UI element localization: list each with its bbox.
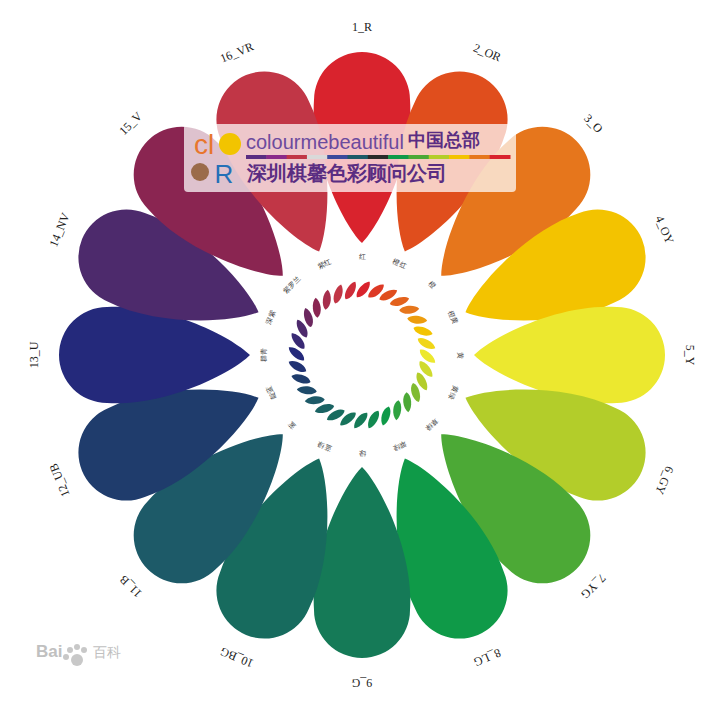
color-name: 红 — [359, 254, 366, 262]
logo-backdrop — [184, 124, 516, 192]
color-name: 翠绿 — [391, 438, 407, 450]
logo-color-bar — [429, 155, 450, 159]
petal-code: 12_UB — [47, 462, 72, 499]
watermark-paw — [63, 644, 87, 666]
swirl-stroke — [342, 280, 359, 301]
petal-code: 8_LG — [472, 646, 503, 669]
logo-color-bar — [408, 155, 429, 159]
petal-code: 11_B — [117, 573, 144, 600]
watermark: Bai — [36, 643, 62, 662]
petal-code: 7_YG — [578, 571, 608, 601]
color-name: 草绿 — [423, 416, 438, 431]
color-name: 蓝 — [288, 418, 298, 428]
petal-code: 1_R — [352, 21, 372, 34]
swirl-stroke — [412, 325, 433, 339]
logo-color-bar — [490, 155, 511, 159]
color-name: 紫罗兰 — [283, 276, 303, 296]
brand-name: colourmebeautiful — [246, 131, 404, 153]
swirl-stroke — [379, 405, 393, 426]
color-name: 黄绿 — [445, 384, 457, 400]
petal-code: 14_NV — [47, 211, 73, 249]
petal-code: 6_GY — [652, 464, 675, 496]
logo-dot — [191, 163, 209, 181]
swirl-stroke — [389, 295, 410, 308]
paw-dot — [81, 647, 87, 653]
swirl-stroke — [409, 382, 422, 403]
swirl-stroke — [314, 402, 335, 415]
swirl-stroke — [290, 372, 311, 386]
logo-color-bar — [266, 155, 287, 159]
petal-code: 5_Y — [682, 345, 695, 366]
swirl-stroke — [392, 400, 402, 421]
logo-color-bar — [348, 155, 369, 159]
color-name: 绿 — [359, 448, 366, 456]
swirl-stroke — [302, 307, 315, 328]
petal-code: 13_U — [28, 342, 41, 369]
petal-code: 10_BG — [218, 644, 255, 669]
paw-dot — [67, 647, 73, 653]
logo-letter: R — [215, 160, 234, 189]
logo-art — [184, 124, 516, 192]
color-name: 蓝绿 — [317, 438, 333, 450]
petal-code: 9_G — [352, 675, 373, 688]
paw-dot — [74, 644, 80, 650]
swirl-stroke — [402, 392, 412, 413]
swirl-stroke — [296, 385, 317, 395]
logo-color-bar — [307, 155, 328, 159]
petal-code: 4_OY — [652, 214, 675, 246]
color-name: 橙红 — [391, 259, 407, 271]
swirl-stroke — [322, 289, 332, 310]
inner-swirl — [286, 279, 437, 430]
logo-dot — [219, 133, 241, 155]
company-name: 深圳棋馨色彩顾问公司 — [247, 162, 447, 184]
swirl-stroke — [407, 315, 428, 325]
swirl-stroke — [287, 358, 308, 375]
color-name: 群青 — [261, 348, 269, 362]
color-name: 橙黄 — [445, 310, 457, 326]
color-name: 黄 — [455, 352, 463, 359]
color-name: 紫红 — [317, 259, 333, 271]
color-name: 深紫 — [266, 310, 278, 326]
swirl-stroke — [416, 335, 437, 352]
swirl-stroke — [332, 283, 346, 304]
logo-letters: cl — [194, 130, 214, 161]
color-name: 橙 — [425, 281, 435, 291]
petal-code: 2_OR — [471, 41, 503, 64]
color-petal — [59, 307, 250, 404]
color-petal — [314, 467, 411, 658]
logo-color-bar — [368, 155, 389, 159]
color-petal — [474, 307, 665, 404]
logo-color-bar — [388, 155, 409, 159]
logo-color-bar — [287, 155, 308, 159]
swirl-stroke — [399, 305, 420, 315]
logo-color-bar — [327, 155, 348, 159]
swirl-stroke — [312, 297, 322, 318]
color-name: 靛蓝 — [266, 384, 278, 400]
swirl-stroke — [365, 409, 382, 430]
logo-color-bar — [449, 155, 470, 159]
logo-color-bar — [246, 155, 267, 159]
brand-hq: 中国总部 — [408, 130, 480, 150]
petal-code: 16_VR — [218, 40, 255, 65]
paw-dot — [71, 654, 83, 666]
petal-code: 15_V — [117, 110, 145, 138]
swirl-stroke — [304, 395, 325, 405]
logo-color-bar — [469, 155, 490, 159]
petals — [59, 52, 665, 658]
petal-code: 3_O — [581, 112, 605, 136]
paw-dot — [63, 654, 69, 660]
watermark: 百科 — [93, 645, 121, 660]
